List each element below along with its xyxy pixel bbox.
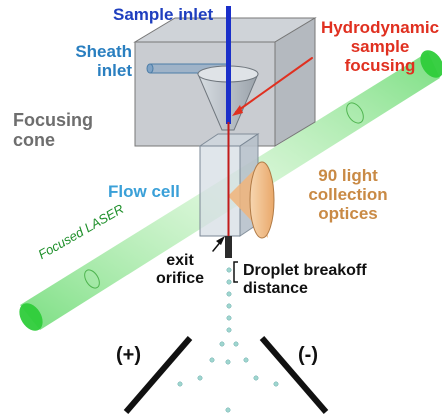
- hydro-line-1: Hydrodynamic: [320, 18, 440, 37]
- sheath-inlet-label: Sheath inlet: [35, 42, 132, 80]
- hydro-line-3: focusing: [344, 56, 416, 76]
- exit-orifice-label: exit orifice: [140, 252, 220, 288]
- light-line-1: 90 light: [318, 166, 378, 185]
- droplet: [177, 381, 183, 387]
- droplet: [226, 279, 232, 285]
- positive-deflection-plate: [123, 336, 193, 414]
- droplet: [253, 375, 259, 381]
- light-line-2: collection: [308, 185, 388, 205]
- droplet: [273, 381, 279, 387]
- focusing-cone-line-2: cone: [13, 130, 56, 151]
- sheath-inlet-line-2: inlet: [97, 61, 132, 81]
- droplet: [243, 357, 249, 363]
- focusing-chamber-box: [133, 17, 317, 147]
- focusing-cone-line-1: Focusing: [13, 110, 93, 130]
- droplet: [197, 375, 203, 381]
- droplet: [226, 291, 232, 297]
- hydro-arrow: [235, 57, 313, 113]
- breakoff-line-2: distance: [243, 279, 308, 297]
- sample-inlet-label: Sample inlet: [113, 5, 214, 24]
- sheath-inlet-line-1: Sheath: [75, 42, 132, 61]
- droplets: [177, 267, 279, 413]
- flow-cell-label: Flow cell: [108, 182, 180, 201]
- droplet: [209, 357, 215, 363]
- focusing-cone-label: Focusing cone: [13, 110, 93, 150]
- droplet: [226, 267, 232, 273]
- exit-line-2: orifice: [155, 269, 204, 287]
- exit-line-1: exit: [166, 252, 194, 269]
- sample-inlet-tube: [226, 6, 231, 124]
- breakoff-bracket: [233, 261, 238, 283]
- negative-deflection-plate: [259, 336, 329, 414]
- laser-source-end: [19, 303, 43, 331]
- exit-nozzle: [225, 236, 232, 258]
- light-collection-optics: [228, 161, 275, 239]
- droplet: [225, 359, 231, 365]
- droplet: [226, 315, 232, 321]
- droplet: [226, 327, 232, 333]
- hydrodynamic-focusing-label: Hydrodynamic sample focusing: [318, 18, 442, 75]
- light-collection-label: 90 light collection optices: [298, 166, 398, 223]
- positive-plate-label: (+): [116, 344, 141, 366]
- exit-arrowhead: [216, 236, 225, 245]
- droplet: [226, 303, 232, 309]
- breakoff-line-1: Droplet breakoff: [243, 262, 367, 279]
- droplet: [233, 341, 239, 347]
- droplet: [219, 341, 225, 347]
- hydro-line-2: sample: [350, 37, 410, 57]
- laser-far-end: [420, 50, 442, 78]
- negative-plate-label: (-): [298, 344, 318, 366]
- droplet: [225, 407, 231, 413]
- hydro-arrowhead: [232, 105, 243, 116]
- droplet-breakoff-label: Droplet breakoff distance: [243, 262, 367, 298]
- light-line-3: optices: [318, 204, 378, 224]
